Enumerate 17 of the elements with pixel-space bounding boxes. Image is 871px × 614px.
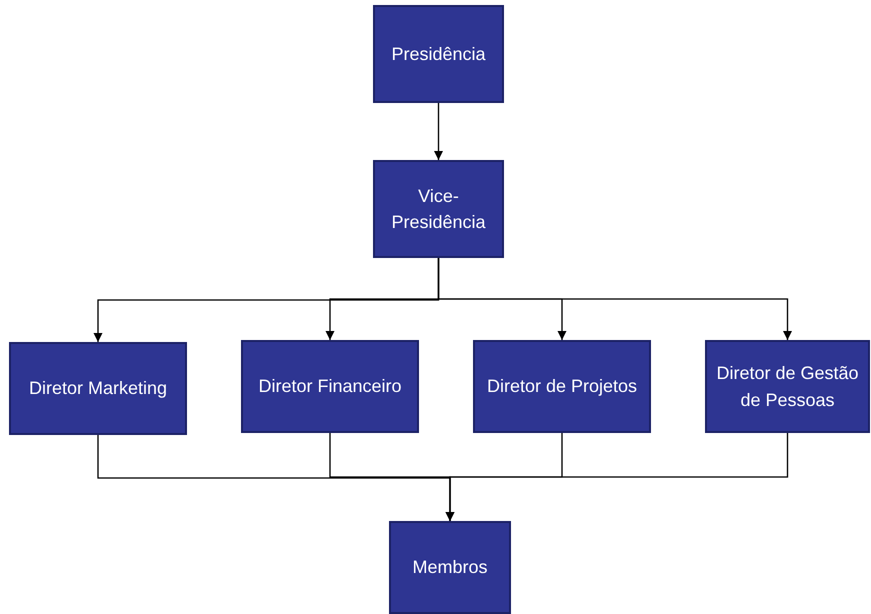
org-box [241,340,419,433]
org-box [473,340,651,433]
box-label: Diretor de Gestão de Pessoas [715,362,860,412]
org-box [705,340,870,433]
box-label: Vice-Presidência [390,184,487,234]
box-label: Diretor Financeiro [258,375,402,398]
connector-arrow [434,103,444,160]
box-label: Diretor de Projetos [486,375,638,398]
org-box [373,5,504,103]
org-box [9,342,187,435]
org-box [389,521,511,614]
box-label: Presidência [391,42,486,66]
box-label: Diretor Marketing [28,377,168,400]
org-box [373,160,504,258]
box-label: Membros [412,556,488,580]
connector-arrow [438,258,792,340]
connector-arrow [445,433,788,521]
